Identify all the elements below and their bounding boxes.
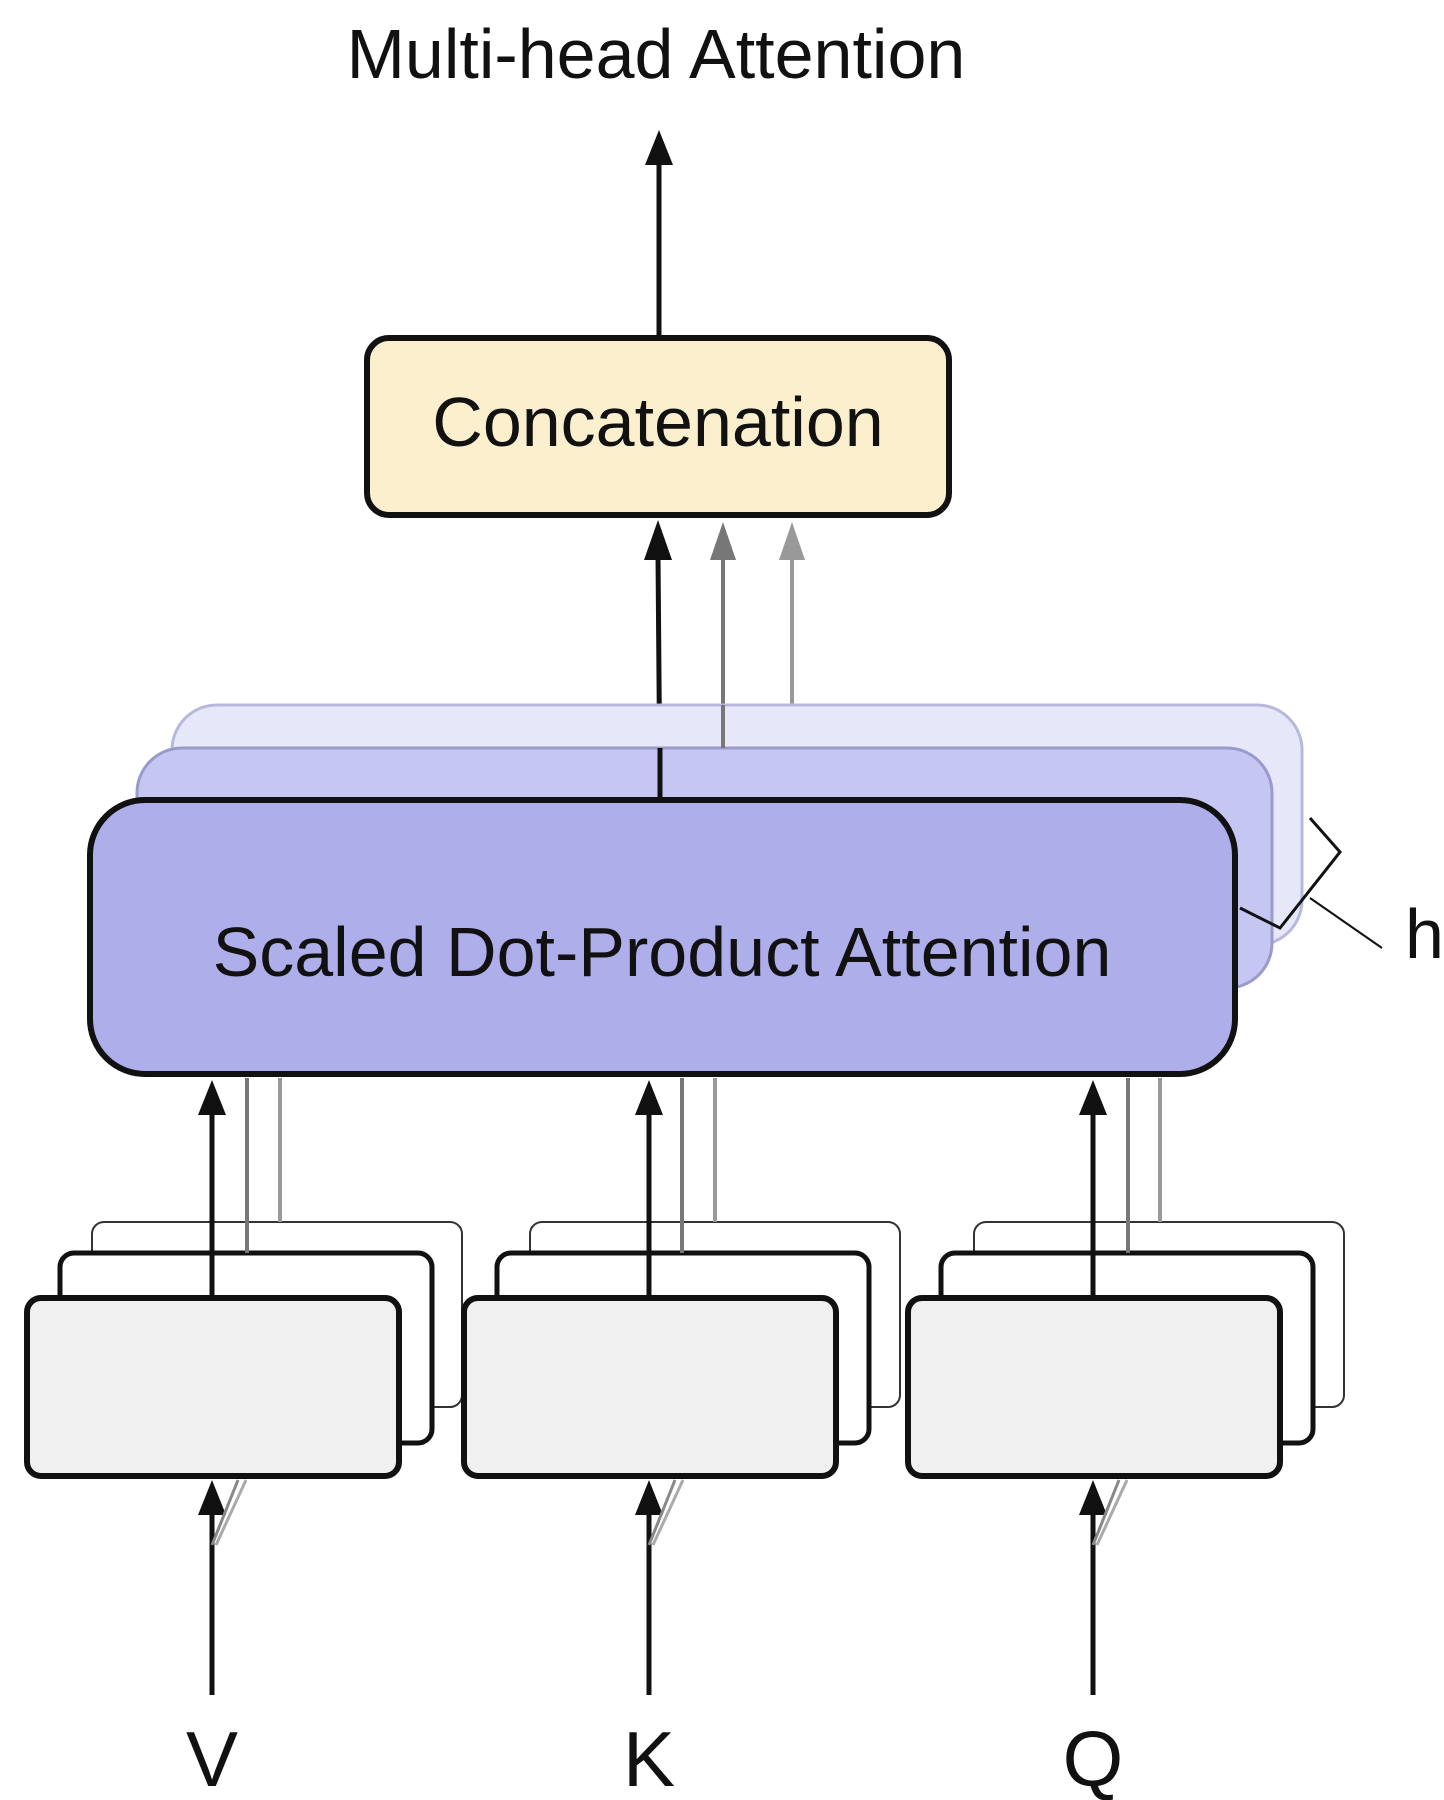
input-arrow-k xyxy=(635,1479,685,1695)
linear-box-k xyxy=(461,1295,839,1479)
linear-group-k xyxy=(461,1221,901,1479)
linear-group-q xyxy=(905,1221,1345,1479)
concatenation-label: Concatenation xyxy=(432,383,883,461)
heads-brace: h xyxy=(1239,817,1444,973)
attention-label: Scaled Dot-Product Attention xyxy=(213,913,1112,991)
attention-stack: Scaled Dot-Product Attention xyxy=(87,703,1304,1077)
heads-label: h xyxy=(1405,895,1444,973)
attention-head-front xyxy=(87,797,1238,1077)
output-arrow xyxy=(645,130,673,335)
input-label-v: V xyxy=(186,1715,238,1800)
linear-box-v xyxy=(24,1295,402,1479)
concatenation-box: Concatenation xyxy=(364,335,952,518)
linear-to-attention-arrows xyxy=(198,1078,1162,1298)
input-label-k: K xyxy=(623,1715,675,1800)
input-label-q: Q xyxy=(1063,1715,1124,1800)
input-arrow-q xyxy=(1079,1479,1129,1695)
diagram-title: Multi-head Attention xyxy=(347,15,966,93)
linear-box-q xyxy=(905,1295,1283,1479)
input-arrow-v xyxy=(198,1479,248,1695)
linear-group-v xyxy=(24,1221,463,1479)
